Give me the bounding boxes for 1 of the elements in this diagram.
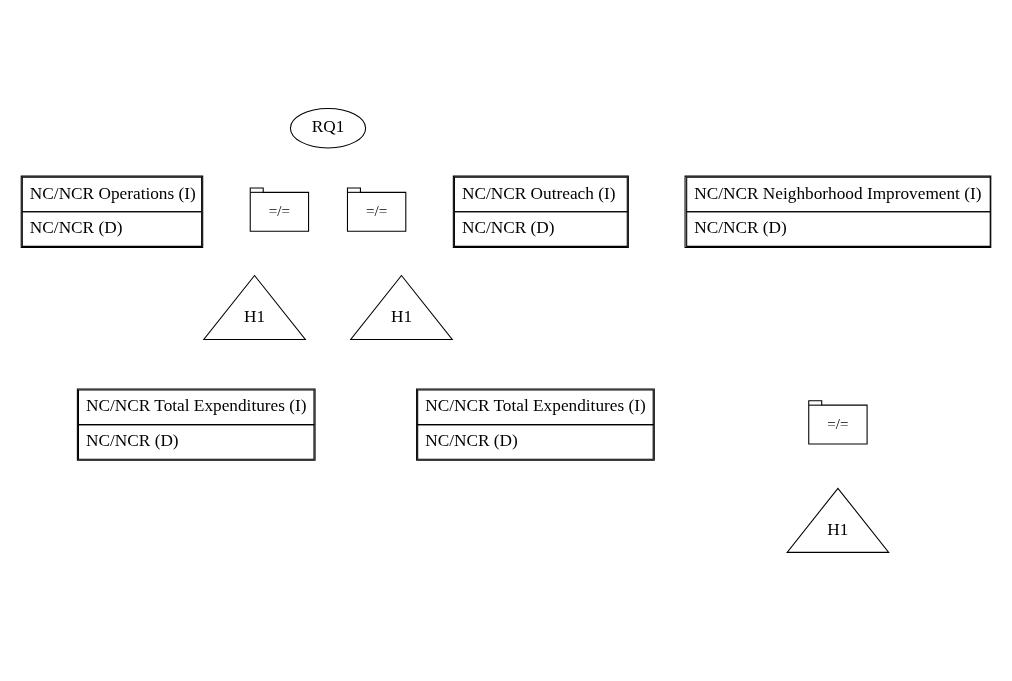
node-ellipse: RQ1: [289, 107, 367, 148]
